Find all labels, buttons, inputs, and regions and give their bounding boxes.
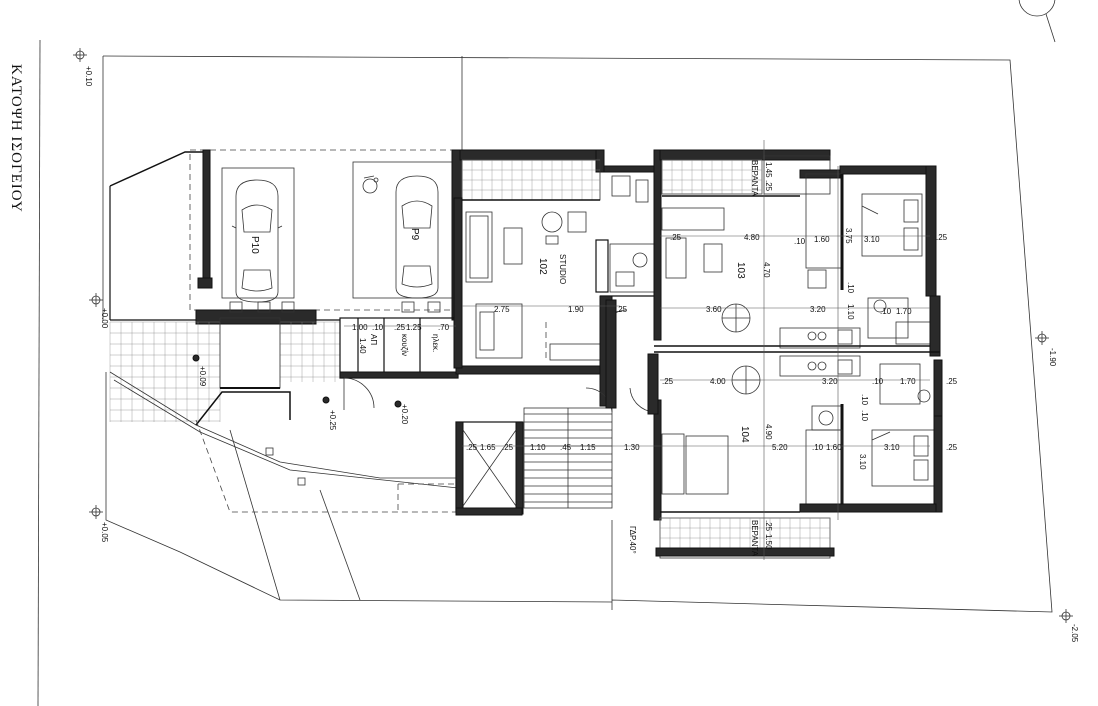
dim-label: 1.10 [846,304,855,320]
dim-label: 1.70 [900,377,916,386]
dim-label: 4.70 [762,262,771,278]
car-p9: P9 [395,175,439,299]
dim-label: 1.70 [896,307,912,316]
dim-label: .25 [936,233,948,242]
stair-core [455,299,659,516]
dim-label: 4.00 [710,377,726,386]
dim-label: 1.30 [624,443,640,452]
dim-label: .25 [662,377,674,386]
dim-label: .25 [394,323,406,332]
note-label: ΓΔΡ.40° [628,526,637,554]
level-label-ramp2: +0.25 [328,410,337,431]
room-label-hlek: ηλεκ. [431,334,440,352]
dim-label: 1.00 [352,323,368,332]
dim-label: 1.45 [764,162,773,178]
dim-label: 3.75 [844,228,853,244]
dim-label: .25 [946,443,958,452]
level-marker [394,400,402,408]
dim-label: .45 [560,443,572,452]
dim-label: 4.80 [744,233,760,242]
parking-bollards [229,301,441,313]
dim-label: 3.20 [822,377,838,386]
dim-label: .25 [764,180,773,192]
veranda-104-tiles [659,517,831,549]
level-marker [89,293,103,307]
unit-number-102: 102 [537,258,548,275]
level-label-ramp1: +0.09 [198,366,207,387]
unit-number-104: 104 [739,426,750,443]
drawing-title: ΚΑΤΟΨΗ ΙΣΟΓΕΙΟΥ [8,64,24,213]
dim-label: 1.25 [406,323,422,332]
tiled-entrance [109,321,340,422]
level-marker [1059,609,1073,623]
utility-rooms: ΑΠ κουζίν ηλεκ. [339,317,612,410]
veranda-103-tiles [661,159,763,194]
dim-label: 5.20 [772,443,788,452]
north-arrow [1018,0,1056,43]
parking-label-p10: P10 [249,236,260,254]
level-marker [192,354,200,362]
dim-label: .10 [812,443,824,452]
level-marker [89,505,103,519]
veranda-label-bottom: ΒΕΡΑΝΤΑ [750,520,759,557]
level-label-entry: +0.20 [400,404,409,425]
dim-label: 3.60 [706,305,722,314]
dim-label: 3.10 [864,235,880,244]
dimension-lines [344,140,930,560]
dim-label: 1.10 [530,443,546,452]
dim-label: 1.40 [358,338,367,354]
dim-label: .10 [880,307,892,316]
dim-label: 1.15 [580,443,596,452]
unit-103: 103 [653,149,941,357]
unit-type-studio: STUDIO [558,254,567,284]
level-marker [322,396,330,404]
dim-label: .10 [372,323,384,332]
room-label-kouzina: κουζίν [400,334,409,356]
level-marker [1035,331,1049,345]
dim-label: .10 [860,410,869,422]
dim-label: 1.65 [480,443,496,452]
dim-label: 1.50 [764,534,773,550]
veranda-label-top: ΒΕΡΑΝΤΑ [750,160,759,197]
level-markers: +0.10 +0.00 +0.05 +0.09 +0.25 +0.20 -1.9… [73,48,1079,643]
dim-label: .10 [872,377,884,386]
dim-label: 3.10 [858,454,867,470]
dim-label: 4.90 [764,424,773,440]
level-label-mid-left: +0.00 [100,308,109,329]
level-label-top-left: +0.10 [84,66,93,87]
dim-label: 1.60 [826,443,842,452]
dim-label: .25 [946,377,958,386]
car-p10: P10 [231,179,283,303]
dim-label: .25 [466,443,478,452]
dim-label: .70 [438,323,450,332]
level-marker [73,48,87,62]
ramp [109,317,459,601]
parking-label-p9: P9 [409,228,420,241]
wheelchair-icon [362,175,379,194]
dim-label: .25 [616,305,628,314]
dim-label: 1.90 [568,305,584,314]
dim-label: 1.60 [814,235,830,244]
dim-label: .10 [846,282,855,294]
dim-label: 3.10 [884,443,900,452]
dim-label: .25 [502,443,514,452]
dim-label: .10 [860,394,869,406]
level-label-low-left: +0.05 [100,522,109,543]
dim-label: .10 [794,237,806,246]
unit-104: 104 [653,351,943,559]
level-label-right: -1.90 [1048,348,1057,367]
room-label-ap: ΑΠ [369,334,378,345]
dim-label: 2.75 [494,305,510,314]
unit-number-103: 103 [735,262,746,279]
dim-label: .25 [670,233,682,242]
level-label-bottom-right: -2.05 [1070,624,1079,643]
dim-label: 3.20 [810,305,826,314]
veranda-102-tiles [461,159,600,201]
dim-label: .25 [764,520,773,532]
dimension-labels: 1.45 .25 .25 4.80 .10 1.60 3.75 3.10 4.7… [352,162,958,550]
plot-boundary [37,39,1053,706]
